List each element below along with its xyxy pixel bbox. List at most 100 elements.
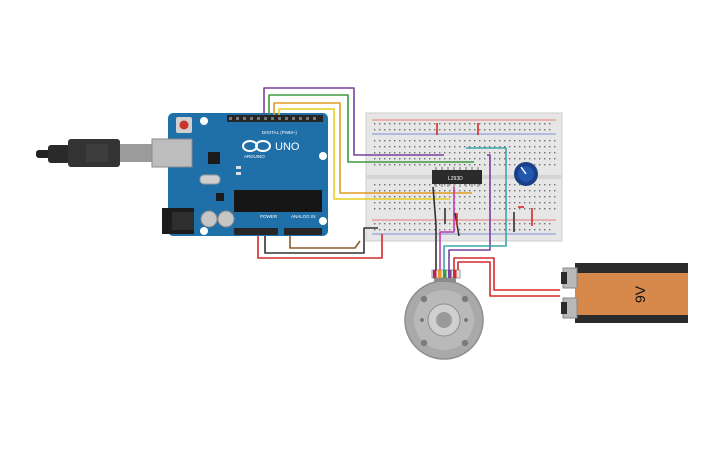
breadboard-hole xyxy=(469,202,471,204)
breadboard-hole xyxy=(544,140,546,142)
breadboard-hole xyxy=(499,140,501,142)
breadboard-hole xyxy=(414,229,416,231)
breadboard-hole xyxy=(399,196,401,198)
breadboard-hole xyxy=(459,158,461,160)
breadboard-hole xyxy=(499,158,501,160)
breadboard-hole xyxy=(544,146,546,148)
breadboard-hole xyxy=(529,223,531,225)
breadboard-hole xyxy=(524,158,526,160)
breadboard-hole xyxy=(514,184,516,186)
breadboard-hole xyxy=(494,152,496,154)
breadboard-hole xyxy=(484,190,486,192)
breadboard-hole xyxy=(429,146,431,148)
breadboard-hole xyxy=(409,190,411,192)
breadboard-hole xyxy=(414,184,416,186)
breadboard-hole xyxy=(394,140,396,142)
breadboard-hole xyxy=(384,223,386,225)
breadboard-hole xyxy=(444,129,446,131)
breadboard-hole xyxy=(529,229,531,231)
breadboard-hole xyxy=(384,202,386,204)
analog-header-label: ANALOG IN xyxy=(291,214,316,219)
breadboard-hole xyxy=(524,229,526,231)
breadboard-hole xyxy=(404,140,406,142)
breadboard-hole xyxy=(514,208,516,210)
breadboard-hole xyxy=(464,196,466,198)
l293d-driver-chip: L293D xyxy=(432,167,482,187)
breadboard-hole xyxy=(549,140,551,142)
breadboard-hole xyxy=(539,229,541,231)
arduino-uno-board: UNO ARDUINO DIGITAL (PWM~) POWER ANALOG … xyxy=(151,113,328,236)
breadboard-hole xyxy=(389,196,391,198)
breadboard-hole xyxy=(459,140,461,142)
breadboard-hole xyxy=(389,164,391,166)
breadboard-hole xyxy=(504,158,506,160)
breadboard-hole xyxy=(474,164,476,166)
breadboard-hole xyxy=(464,123,466,125)
breadboard-hole xyxy=(389,129,391,131)
wire-red-battery xyxy=(453,257,560,291)
breadboard-hole xyxy=(469,146,471,148)
breadboard-hole xyxy=(539,152,541,154)
breadboard-hole xyxy=(384,196,386,198)
breadboard-hole xyxy=(459,190,461,192)
breadboard-hole xyxy=(554,184,556,186)
breadboard-hole xyxy=(449,229,451,231)
breadboard-hole xyxy=(404,229,406,231)
breadboard-hole xyxy=(519,184,521,186)
breadboard-hole xyxy=(399,190,401,192)
breadboard-hole xyxy=(519,140,521,142)
breadboard-hole xyxy=(454,129,456,131)
breadboard-hole xyxy=(479,190,481,192)
breadboard-hole xyxy=(409,140,411,142)
breadboard-hole xyxy=(409,123,411,125)
breadboard-hole xyxy=(414,152,416,154)
breadboard-hole xyxy=(519,129,521,131)
breadboard-hole xyxy=(374,202,376,204)
breadboard-hole xyxy=(389,223,391,225)
breadboard-hole xyxy=(389,184,391,186)
breadboard-hole xyxy=(379,223,381,225)
breadboard-hole xyxy=(484,208,486,210)
breadboard-hole xyxy=(474,158,476,160)
breadboard-hole xyxy=(399,229,401,231)
breadboard-hole xyxy=(419,129,421,131)
breadboard-hole xyxy=(414,140,416,142)
breadboard-hole xyxy=(439,202,441,204)
breadboard-hole xyxy=(549,129,551,131)
breadboard-hole xyxy=(469,129,471,131)
breadboard-hole xyxy=(374,164,376,166)
breadboard-hole xyxy=(389,158,391,160)
breadboard-hole xyxy=(484,152,486,154)
potentiometer xyxy=(514,162,538,186)
breadboard-hole xyxy=(424,208,426,210)
breadboard-hole xyxy=(474,146,476,148)
breadboard-hole xyxy=(539,223,541,225)
breadboard-hole xyxy=(509,140,511,142)
wire-black-power xyxy=(264,227,378,254)
breadboard-hole xyxy=(504,190,506,192)
breadboard-hole xyxy=(554,208,556,210)
breadboard-hole xyxy=(424,184,426,186)
breadboard-hole xyxy=(484,158,486,160)
breadboard-hole xyxy=(449,184,451,186)
breadboard-hole xyxy=(469,196,471,198)
breadboard-hole xyxy=(419,196,421,198)
breadboard-hole xyxy=(534,152,536,154)
breadboard-hole xyxy=(374,223,376,225)
breadboard-hole xyxy=(409,223,411,225)
breadboard-hole xyxy=(374,146,376,148)
dc-motor xyxy=(404,269,484,360)
breadboard-hole xyxy=(444,146,446,148)
breadboard-hole xyxy=(544,202,546,204)
breadboard-hole xyxy=(379,129,381,131)
breadboard-hole xyxy=(549,123,551,125)
breadboard-hole xyxy=(389,140,391,142)
breadboard-hole xyxy=(454,164,456,166)
breadboard-hole xyxy=(474,229,476,231)
breadboard-hole xyxy=(554,158,556,160)
breadboard-hole xyxy=(494,123,496,125)
breadboard-hole xyxy=(479,202,481,204)
breadboard-hole xyxy=(474,123,476,125)
breadboard-hole xyxy=(394,164,396,166)
